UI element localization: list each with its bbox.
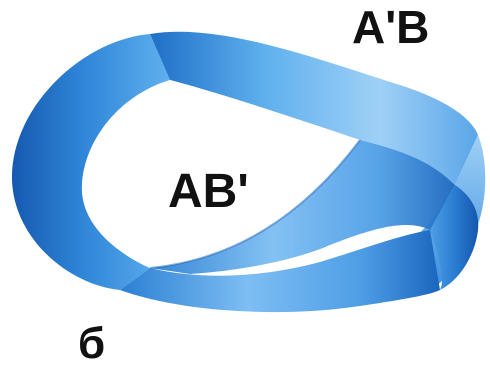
label-a-prime-b: A'B <box>352 4 429 50</box>
label-a-b-prime: AB' <box>168 168 249 216</box>
panel-letter: б <box>78 322 105 366</box>
